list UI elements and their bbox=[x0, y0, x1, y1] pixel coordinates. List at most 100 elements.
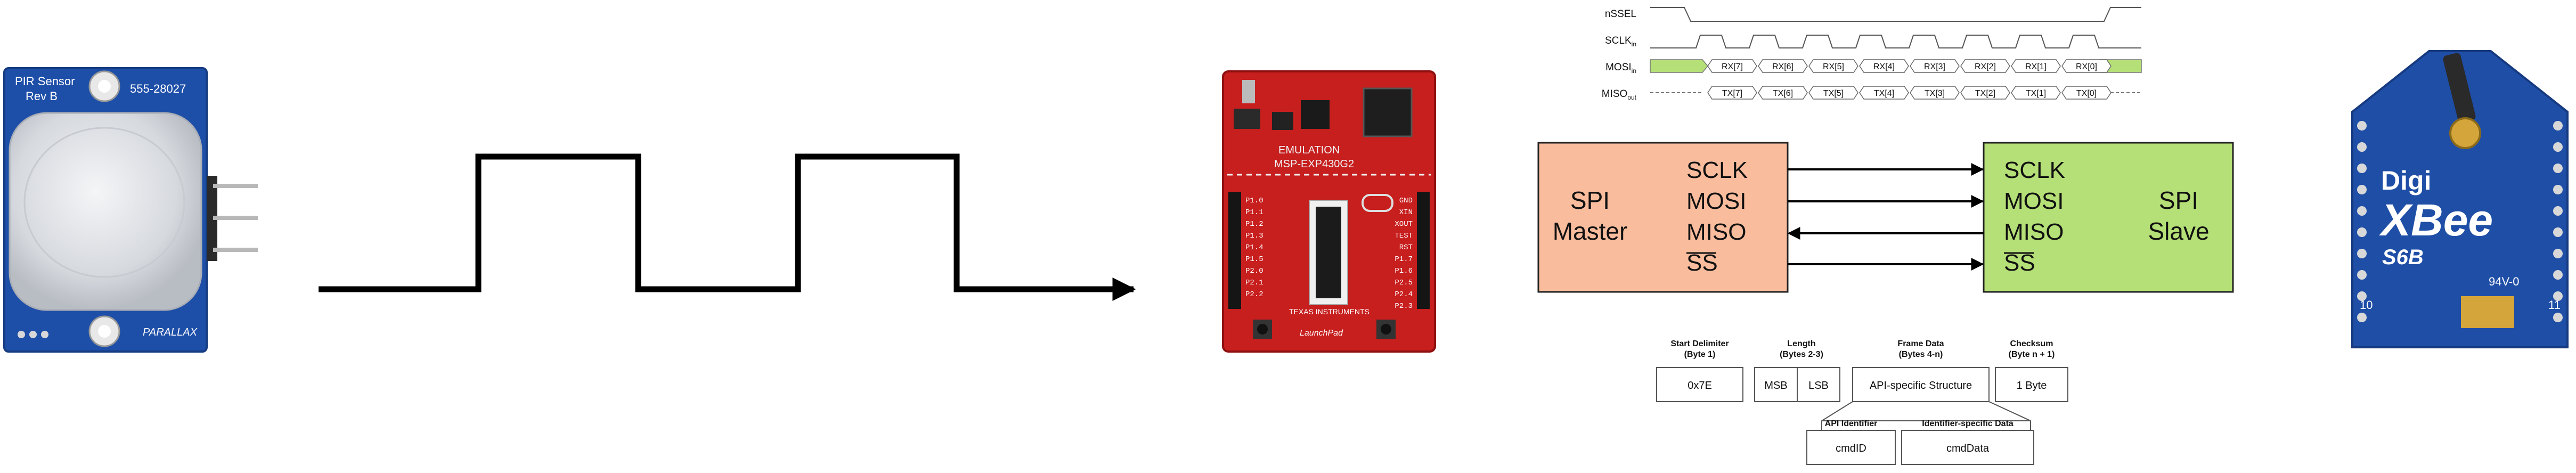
xbee-model: S6B bbox=[2382, 246, 2424, 269]
spi-slave-title-line2: Slave bbox=[2148, 217, 2209, 245]
frame-data-value: API-specific Structure bbox=[1870, 380, 1972, 392]
xbee-pin-pad bbox=[2553, 227, 2563, 237]
xbee-pin-pad bbox=[2553, 249, 2563, 258]
xbee-pin-label-left: 10 bbox=[2360, 298, 2373, 312]
mosi-bit-cell bbox=[1960, 59, 2010, 73]
launchpad-right-pin: P1.7 bbox=[1395, 255, 1413, 264]
emulation-chip-main bbox=[1363, 87, 1413, 137]
api-frame-diagram: Start Delimiter (Byte 1) 0x7E Length (By… bbox=[1656, 339, 2068, 465]
button-s2-cap bbox=[1257, 324, 1268, 335]
miso-bit-cells: TX[7]TX[6]TX[5]TX[4]TX[3]TX[2]TX[1]TX[0] bbox=[1707, 86, 2112, 100]
xbee-pin-pad bbox=[2357, 227, 2367, 237]
sclk-trace bbox=[1650, 35, 2141, 48]
frame-data-expansion-bracket bbox=[1821, 401, 2031, 430]
mcu-chip bbox=[1316, 207, 1341, 298]
frame-field-subtitle: (Byte 1) bbox=[1684, 350, 1716, 359]
mosi-bit-cell bbox=[1859, 59, 1909, 73]
emulation-component bbox=[1234, 109, 1260, 129]
xbee-pin-pad bbox=[2357, 121, 2367, 131]
launchpad-right-pin: XIN bbox=[1399, 208, 1413, 217]
spi-slave-title-line1: SPI bbox=[2159, 186, 2198, 214]
launchpad-left-pin: P1.4 bbox=[1245, 243, 1263, 252]
frame-field-title: Frame Data bbox=[1897, 339, 1944, 348]
miso-bit-label: TX[3] bbox=[1925, 89, 1945, 98]
mosi-bit-label: RX[3] bbox=[1924, 62, 1945, 71]
pir-pad bbox=[29, 331, 37, 338]
miso-bit-cell bbox=[1707, 86, 1757, 100]
mosi-bit-cell bbox=[1910, 59, 1960, 73]
xbee-revision: 94V-0 bbox=[2489, 275, 2520, 288]
frame-data-box bbox=[1852, 367, 1990, 402]
timing-signal-miso: MISOout bbox=[1602, 88, 1637, 101]
launchpad-right-pin: P2.3 bbox=[1395, 302, 1413, 311]
pir-lens-ring bbox=[23, 127, 185, 278]
frame-field-title: Start Delimiter bbox=[1670, 339, 1729, 348]
launchpad-right-pin: P2.4 bbox=[1395, 290, 1413, 299]
frame-field-subtitle: (Bytes 2-3) bbox=[1780, 350, 1823, 359]
mosi-bit-cell bbox=[2061, 59, 2112, 73]
miso-bit-label: TX[7] bbox=[1722, 89, 1742, 98]
frame-start-delimiter-value: 0x7E bbox=[1688, 380, 1712, 392]
pir-mount-hole-center bbox=[98, 325, 111, 338]
launchpad-name: LaunchPad bbox=[1300, 329, 1343, 338]
miso-bit-cell bbox=[2061, 86, 2112, 100]
launchpad-board: EMULATION MSP-EXP430G2 P1.0P1.1P1.2P1.3P… bbox=[1222, 70, 1436, 353]
pir-part-number: 555-28027 bbox=[130, 82, 186, 95]
mosi-bit-cell bbox=[1707, 59, 1757, 73]
identifier-data-value: cmdData bbox=[1946, 443, 1990, 454]
launchpad-left-pin: P1.2 bbox=[1245, 220, 1263, 229]
nssel-waveform bbox=[1650, 7, 2141, 22]
xbee-pin-pad bbox=[2553, 121, 2563, 131]
xbee-pin-pad bbox=[2357, 270, 2367, 280]
mosi-bit-cells: RX[7]RX[6]RX[5]RX[4]RX[3]RX[2]RX[1]RX[0] bbox=[1707, 59, 2112, 73]
spi-slave-box bbox=[1983, 142, 2234, 293]
frame-length-lsb: LSB bbox=[1808, 380, 1829, 392]
slave-pin-sclk: SCLK bbox=[2004, 157, 2065, 183]
emulation-chip-small bbox=[1301, 100, 1330, 129]
emulation-component bbox=[1272, 112, 1293, 130]
left-pin-header bbox=[1228, 192, 1241, 309]
mosi-bit-label: RX[6] bbox=[1772, 62, 1794, 71]
launchpad-left-pin: P1.1 bbox=[1245, 208, 1263, 217]
frame-length-msb: MSB bbox=[1764, 380, 1787, 392]
master-pin-miso: MISO bbox=[1686, 219, 1746, 245]
api-identifier-value: cmdID bbox=[1836, 443, 1866, 454]
mosi-bit-label: RX[0] bbox=[2076, 62, 2097, 71]
master-pin-mosi: MOSI bbox=[1686, 188, 1746, 214]
slave-pin-miso: MISO bbox=[2004, 219, 2064, 245]
miso-bit-label: TX[6] bbox=[1773, 89, 1793, 98]
xbee-pin-pad bbox=[2553, 270, 2563, 280]
square-wave-signal bbox=[319, 153, 1136, 301]
mosi-idle-fill-left bbox=[1650, 59, 1708, 73]
identifier-data-box bbox=[1901, 430, 2034, 465]
launchpad-left-pin: P1.0 bbox=[1245, 197, 1263, 205]
xbee-pin-label-right: 11 bbox=[2548, 298, 2561, 312]
launchpad-emulation-label: EMULATION bbox=[1278, 144, 1340, 156]
spi-timing-diagram: nSSEL SCLKin MOSIin MISOout RX[7]RX[6]RX… bbox=[1602, 7, 2142, 101]
pir-pin bbox=[213, 184, 258, 188]
pir-pin bbox=[213, 216, 258, 220]
launchpad-right-pin: TEST bbox=[1395, 232, 1413, 240]
frame-length-lsb-box bbox=[1797, 367, 1840, 402]
launchpad-left-pin-labels: P1.0P1.1P1.2P1.3P1.4P1.5P2.0P2.1P2.2 bbox=[1245, 197, 1263, 299]
pir-pin-header bbox=[207, 176, 217, 261]
xbee-pin-pad bbox=[2553, 291, 2563, 301]
mosi-bit-label: RX[4] bbox=[1873, 62, 1895, 71]
spi-master-title-line2: Master bbox=[1553, 217, 1628, 245]
xbee-pin-pad bbox=[2357, 164, 2367, 173]
frame-field-title: Length bbox=[1787, 339, 1815, 348]
pir-maker-logo: PARALLAX bbox=[143, 327, 198, 338]
launchpad-right-pin: GND bbox=[1399, 197, 1413, 205]
mosi-bit-cell bbox=[1808, 59, 1858, 73]
spi-master-box bbox=[1537, 142, 1789, 293]
pir-sensor: PIR Sensor Rev B 555-28027 PARALLAX bbox=[3, 67, 258, 353]
launchpad-model-label: MSP-EXP430G2 bbox=[1274, 158, 1354, 170]
xbee-pin-pad bbox=[2357, 206, 2367, 216]
launchpad-right-pin: P1.6 bbox=[1395, 267, 1413, 275]
miso-bit-label: TX[1] bbox=[2026, 89, 2046, 98]
frame-field-subtitle: (Byte n + 1) bbox=[2009, 350, 2055, 359]
mosi-bit-cell bbox=[2011, 59, 2061, 73]
miso-bit-cell bbox=[1859, 86, 1909, 100]
miso-bit-cell bbox=[1808, 86, 1858, 100]
